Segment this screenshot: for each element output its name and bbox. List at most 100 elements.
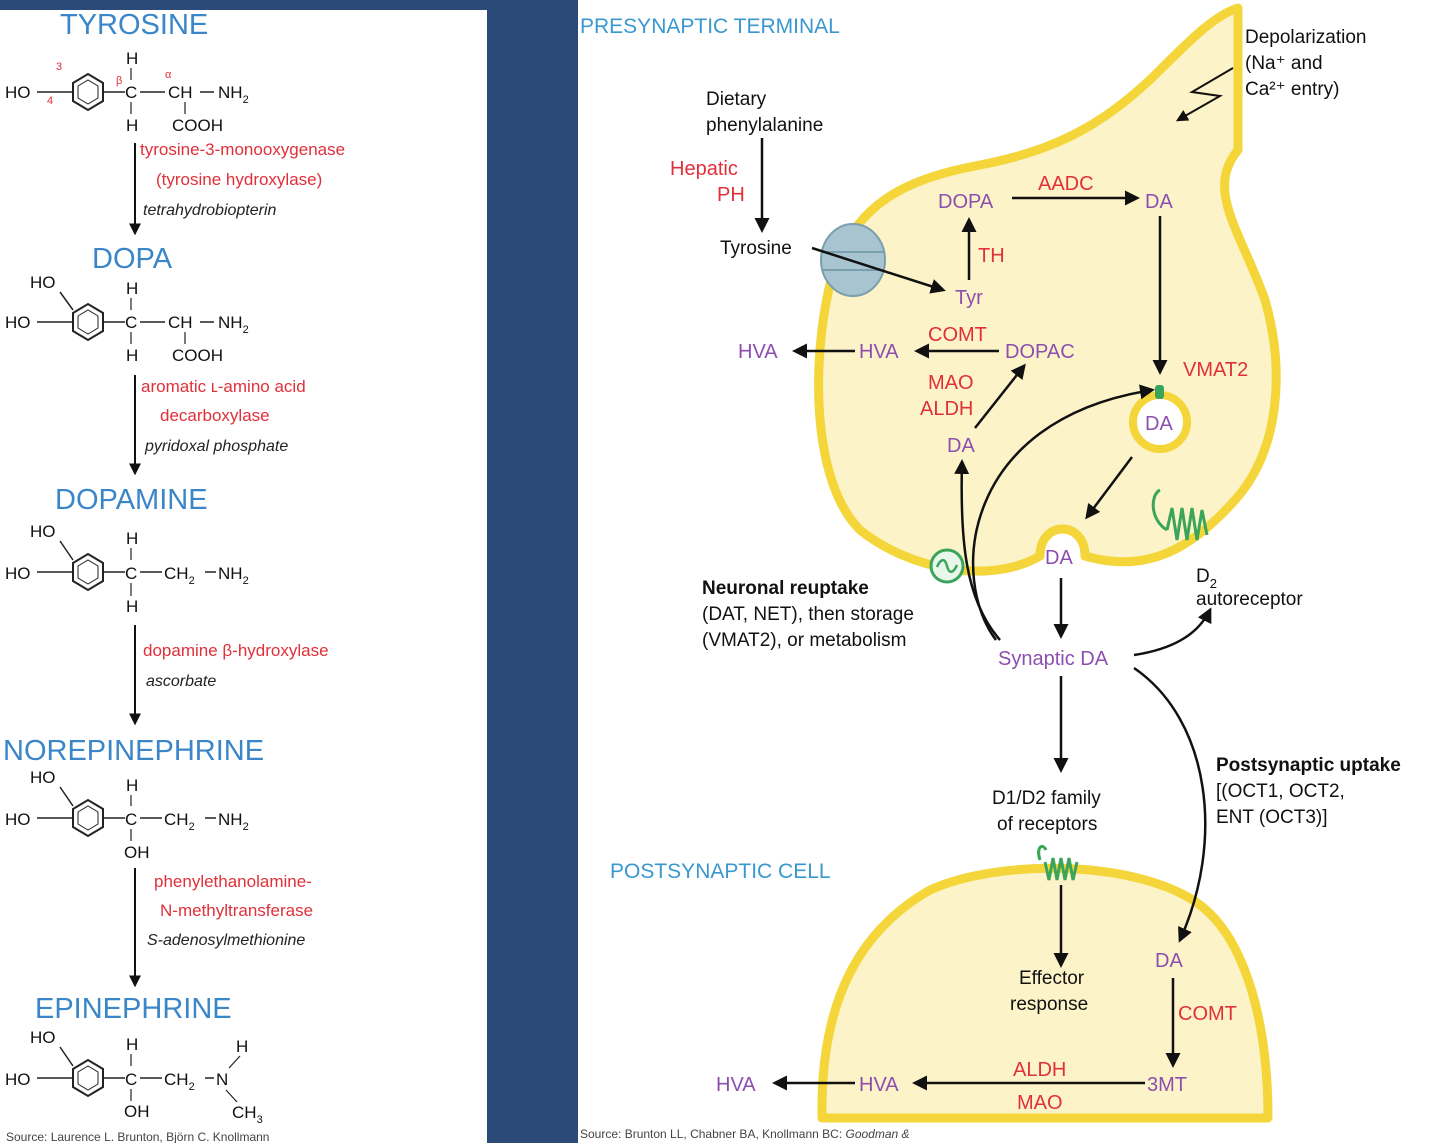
epinephrine-ho-top: HO: [30, 1028, 56, 1047]
dopamine-h-top: H: [126, 529, 138, 548]
postsynaptic-cell-label: POSTSYNAPTIC CELL: [610, 860, 831, 883]
dopamine-h-bottom: H: [126, 597, 138, 616]
d2-label: D2: [1196, 566, 1217, 591]
dietary-phenylalanine-label: Dietary: [706, 89, 767, 110]
norepinephrine-title: NOREPINEPHRINE: [3, 735, 264, 767]
depolarization-label-3: Ca²⁺ entry): [1245, 79, 1340, 100]
dopa-h-bottom: H: [126, 346, 138, 365]
hepatic-ph-label: Hepatic: [670, 158, 738, 180]
norepinephrine-ho: HO: [5, 810, 31, 829]
svg-text:CH3: CH3: [232, 1103, 263, 1126]
mao-presynaptic-label: MAO: [928, 372, 974, 394]
postsynaptic-cell-membrane: [817, 863, 1273, 1123]
dopamine-c: C: [125, 564, 137, 583]
dopa-h-top: H: [126, 279, 138, 298]
depolarization-label: Depolarization: [1245, 27, 1366, 48]
ring-position-3: 3: [56, 61, 62, 73]
presynaptic-terminal-membrane: [814, 3, 1281, 576]
epinephrine-title: EPINEPHRINE: [35, 993, 232, 1025]
dopa-label: DOPA: [938, 191, 994, 213]
tyrosine-nh2: NH: [218, 83, 243, 102]
pathway-arrows: [754, 138, 1212, 1091]
neuronal-reuptake-title: Neuronal reuptake: [702, 578, 869, 599]
epinephrine-ch2: CH: [164, 1070, 189, 1089]
da-release-label: DA: [1045, 547, 1073, 569]
svg-text:CH2: CH2: [164, 810, 195, 833]
epinephrine-oh: OH: [124, 1102, 150, 1121]
enzyme-pnmt-line2: N-methyltransferase: [160, 901, 313, 920]
enzyme-aadc: aromatic ʟ-amino acid: [141, 377, 306, 396]
dopamine-synapse-panel: PRESYNAPTIC TERMINAL POSTSYNAPTIC CELL D…: [578, 0, 1440, 1143]
norepinephrine-c: C: [125, 810, 137, 829]
receptors-label: D1/D2 family: [992, 788, 1101, 809]
3mt-label: 3MT: [1147, 1074, 1187, 1096]
postsynaptic-uptake-line2: [(OCT1, OCT2,: [1216, 781, 1345, 802]
svg-text:NH2: NH2: [218, 313, 249, 336]
aldh-presynaptic-label: ALDH: [920, 398, 973, 420]
alpha-label: α: [165, 69, 172, 81]
svg-text:NH2: NH2: [218, 810, 249, 833]
th-label: TH: [978, 245, 1005, 267]
dopamine-ho-top: HO: [30, 522, 56, 541]
postsynaptic-uptake-title: Postsynaptic uptake: [1216, 755, 1401, 776]
epinephrine-ch3: CH: [232, 1103, 257, 1122]
synaptic-da-label: Synaptic DA: [998, 648, 1109, 670]
dopamine-nh2: NH: [218, 564, 243, 583]
vmat2-label: VMAT2: [1183, 359, 1248, 381]
hva-final-label: HVA: [716, 1074, 756, 1096]
tyrosine-label: Tyrosine: [720, 238, 792, 259]
catecholamine-biosynthesis-diagram: TYROSINE HO 3 4 C β H H α CH NH2 COOH ty…: [3, 10, 345, 1143]
epinephrine-n-h: H: [236, 1037, 248, 1056]
effector-response-label-2: response: [1010, 994, 1088, 1015]
tyrosine-ch: CH: [168, 83, 193, 102]
svg-text:CH2: CH2: [164, 1070, 195, 1093]
ring-position-4: 4: [47, 95, 53, 107]
svg-text:NH2: NH2: [218, 83, 249, 106]
norepinephrine-oh: OH: [124, 843, 150, 862]
depolarization-bolt-icon: [1175, 67, 1234, 122]
comt-presynaptic-label: COMT: [928, 324, 987, 346]
dietary-phenylalanine-label-2: phenylalanine: [706, 115, 823, 136]
norepinephrine-h-top: H: [126, 776, 138, 795]
cofactor-tetrahydrobiopterin: tetrahydrobiopterin: [143, 202, 277, 219]
dopamine-reuptake-transporter-icon: [929, 548, 965, 584]
tyr-label: Tyr: [955, 287, 983, 309]
d1-d2-receptor-icon: [1037, 844, 1079, 881]
hva-outer-label: HVA: [738, 341, 778, 363]
da-vesicle-label: DA: [1145, 413, 1173, 435]
dopamine-ho: HO: [5, 564, 31, 583]
hva-presynaptic-label: HVA: [859, 341, 899, 363]
left-source-credit: Source: Laurence L. Brunton, Björn C. Kn…: [6, 1130, 269, 1143]
d2-autoreceptor-icon: [1151, 488, 1209, 541]
epinephrine-n: N: [216, 1070, 228, 1089]
postsynaptic-uptake-line3: ENT (OCT3)]: [1216, 807, 1328, 828]
receptors-label-2: of receptors: [997, 814, 1097, 835]
dopa-title: DOPA: [92, 243, 173, 275]
enzyme-dopamine-beta-hydroxylase: dopamine β-hydroxylase: [143, 641, 329, 660]
dopa-ho-top: HO: [30, 273, 56, 292]
tyrosine-cooh: COOH: [172, 116, 223, 135]
autoreceptor-label: autoreceptor: [1196, 589, 1303, 610]
da-postsynaptic-label: DA: [1155, 950, 1183, 972]
norepinephrine-ho-top: HO: [30, 768, 56, 787]
svg-text:CH2: CH2: [164, 564, 195, 587]
dopamine-ch2: CH: [164, 564, 189, 583]
dopa-cooh: COOH: [172, 346, 223, 365]
presynaptic-terminal-label: PRESYNAPTIC TERMINAL: [580, 15, 840, 38]
svg-text:NH2: NH2: [218, 564, 249, 587]
epinephrine-c: C: [125, 1070, 137, 1089]
hepatic-ph-label-2: PH: [717, 184, 745, 206]
da-reuptake-label: DA: [947, 435, 975, 457]
dopamine-title: DOPAMINE: [55, 484, 208, 516]
cofactor-sam: S-adenosylmethionine: [147, 932, 305, 949]
neuronal-reuptake-line3: (VMAT2), or metabolism: [702, 630, 906, 651]
da-cytosolic-label: DA: [1145, 191, 1173, 213]
biosynthesis-panel: TYROSINE HO 3 4 C β H H α CH NH2 COOH ty…: [0, 10, 487, 1143]
tyrosine-c: C: [125, 83, 137, 102]
source-credit: Source: Brunton LL, Chabner BA, Knollman…: [580, 1127, 910, 1141]
dopa-ho: HO: [5, 313, 31, 332]
tyrosine-title: TYROSINE: [60, 10, 208, 41]
epinephrine-ho: HO: [5, 1070, 31, 1089]
enzyme-tyrosine-hydroxylase: tyrosine-3-monooxygenase: [140, 140, 345, 159]
dopaminergic-synapse-diagram: PRESYNAPTIC TERMINAL POSTSYNAPTIC CELL D…: [580, 3, 1401, 1141]
